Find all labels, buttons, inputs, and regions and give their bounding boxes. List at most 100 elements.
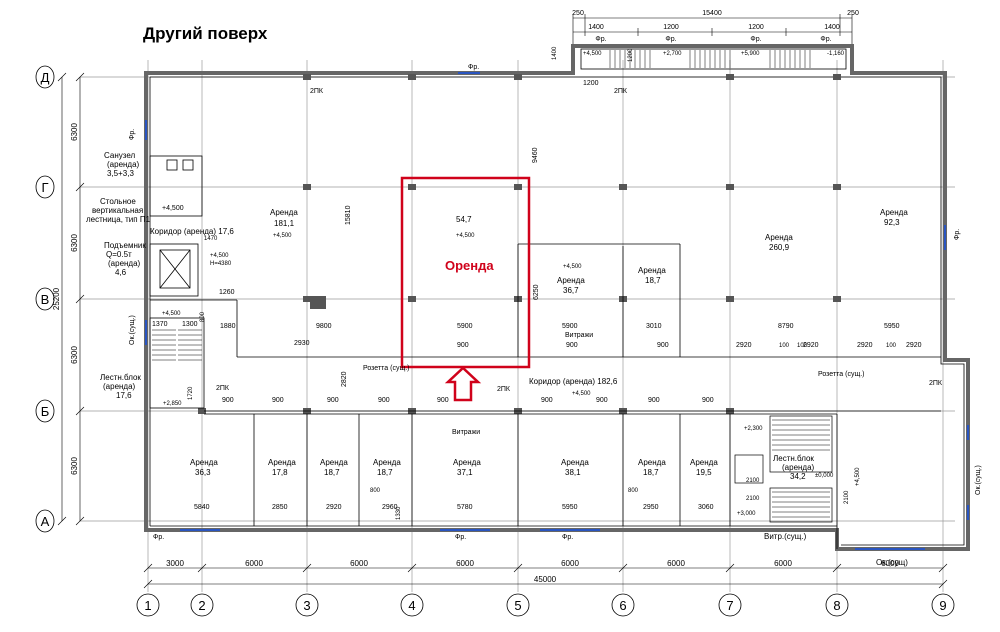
dim-row-2: 6300 [70, 234, 79, 252]
axis-row-a: А [35, 509, 55, 533]
lift-3: (аренда) [108, 259, 141, 268]
dim-1300: 1300 [182, 321, 198, 328]
dim-100-c: 100 [886, 343, 897, 349]
svg-text:4: 4 [408, 598, 415, 613]
axis-row-d-label: Д [41, 70, 50, 85]
dim-900-b: 900 [566, 342, 578, 349]
corridor-small: Коридор (аренда) 17,6 [150, 227, 234, 236]
pk-top-right: 2ПК [614, 88, 628, 95]
room-187d-name: Аренда [638, 458, 666, 467]
axis-col-9: 9 [931, 593, 955, 617]
dim-9800: 9800 [316, 323, 332, 330]
axis-row-a-label: А [41, 514, 50, 529]
dim-3010: 3010 [646, 323, 662, 330]
vitrazhi-bottom: Витражи [452, 429, 480, 436]
room-54-area: 54,7 [456, 215, 472, 224]
vitr-right: Витр.(сущ.) [764, 532, 807, 541]
dim-col-3: 6000 [350, 559, 368, 568]
highlight-arrow-icon [444, 366, 482, 402]
wc-area: 3,5+3,3 [107, 169, 134, 178]
dim-5900a: 5900 [457, 323, 473, 330]
room-381-name: Аренда [561, 458, 589, 467]
svg-text:3: 3 [303, 598, 310, 613]
dim-top-b: 1200 [663, 24, 679, 31]
ok-left: Ок.(сущ.) [129, 315, 136, 345]
room-187d-area: 18,7 [643, 468, 659, 477]
svg-text:2: 2 [198, 598, 205, 613]
wc-sub: (аренда) [107, 160, 140, 169]
dim-2950: 2950 [643, 504, 659, 511]
room-195-area: 19,5 [696, 468, 712, 477]
axis-row-g: Г [35, 175, 55, 199]
dim-900-h: 900 [437, 397, 449, 404]
dim-top-total: 15400 [702, 10, 722, 17]
room-36b-name: Аренда [190, 458, 218, 467]
corridor-label: Коридор (аренда) 182,6 [529, 377, 618, 386]
dim-col-8: 6000 [881, 559, 899, 568]
dim-1200-side: 1200 [628, 48, 634, 62]
highlighted-unit-label: Оренда [445, 258, 494, 273]
dim-2920-d: 2920 [906, 342, 922, 349]
level-right-4: +4,500 [855, 467, 861, 486]
fr-right: Фр. [954, 229, 961, 240]
wc-level: +4,500 [162, 205, 184, 212]
top-stair-dimensions [572, 14, 853, 46]
dim-9460: 9460 [532, 147, 539, 163]
dim-2920-b: 2920 [803, 342, 819, 349]
pk-left: 2ПК [216, 385, 230, 392]
dim-1330: 1330 [396, 506, 402, 520]
stair-right-1: Лестн.блок [773, 454, 814, 463]
fr-top: Фр. [468, 64, 479, 71]
room-181-level: +4,500 [273, 233, 292, 239]
svg-text:7: 7 [726, 598, 733, 613]
dim-5780: 5780 [457, 504, 473, 511]
room-178-name: Аренда [268, 458, 296, 467]
dim-800-a: 800 [370, 488, 381, 494]
dim-900-l: 900 [702, 397, 714, 404]
right-block-labels: Лестн.блок (аренда) 34,2 +2,300 +3,000 ±… [737, 229, 982, 567]
axis-row-d: Д [35, 65, 55, 89]
axis-row-v-label: В [41, 292, 50, 307]
axis-row-v: В [35, 287, 55, 311]
level-top-4: -1,160 [827, 51, 845, 57]
dim-5840: 5840 [194, 504, 210, 511]
dim-fr-a: Фр. [595, 36, 606, 43]
axis-row-g-label: Г [41, 180, 48, 195]
room-181-area: 181,1 [274, 219, 295, 228]
col-axis-markers: 1 2 3 4 5 6 7 8 9 [136, 593, 955, 617]
dim-2820: 2820 [341, 371, 348, 387]
dim-900-d: 900 [222, 397, 234, 404]
left-block-labels: Санузел (аренда) 3,5+3,3 Стольное вертик… [86, 129, 236, 407]
wc-name: Санузел [104, 151, 135, 160]
dim-15810: 15810 [345, 205, 352, 225]
room-381-area: 38,1 [565, 468, 581, 477]
dim-900-e: 900 [272, 397, 284, 404]
room-92-name: Аренда [880, 208, 908, 217]
dim-1720: 1720 [188, 386, 194, 400]
dim-2920-e: 2920 [326, 504, 342, 511]
dim-1200-top: 1200 [583, 80, 599, 87]
dim-900-k: 900 [648, 397, 660, 404]
room-36a-level: +4,500 [563, 264, 582, 270]
highlighted-unit-frame [400, 176, 531, 369]
axis-col-4: 4 [400, 593, 424, 617]
dim-900-f: 900 [327, 397, 339, 404]
stair-left-1: Лестн.блок [100, 373, 141, 382]
dim-900-a: 900 [457, 342, 469, 349]
dim-col-total: 45000 [534, 575, 557, 584]
stair-right-2: (аренда) [782, 463, 815, 472]
room-371-area: 37,1 [457, 468, 473, 477]
axis-col-5: 5 [506, 593, 530, 617]
left-stair-steps [152, 329, 202, 361]
ladder-2: вертикальная [92, 206, 143, 215]
left-service-block [149, 155, 205, 409]
dim-col-2: 6000 [245, 559, 263, 568]
level-top-1: +4,500 [583, 51, 602, 57]
dim-2850: 2850 [272, 504, 288, 511]
dim-3060: 3060 [698, 504, 714, 511]
dim-row-1: 6300 [70, 123, 79, 141]
ok-right: Ок.(сущ.) [975, 465, 982, 495]
fr-bottom-left: Фр. [153, 534, 164, 541]
room-181-name: Аренда [270, 208, 298, 217]
axis-row-b-label: Б [41, 404, 50, 419]
